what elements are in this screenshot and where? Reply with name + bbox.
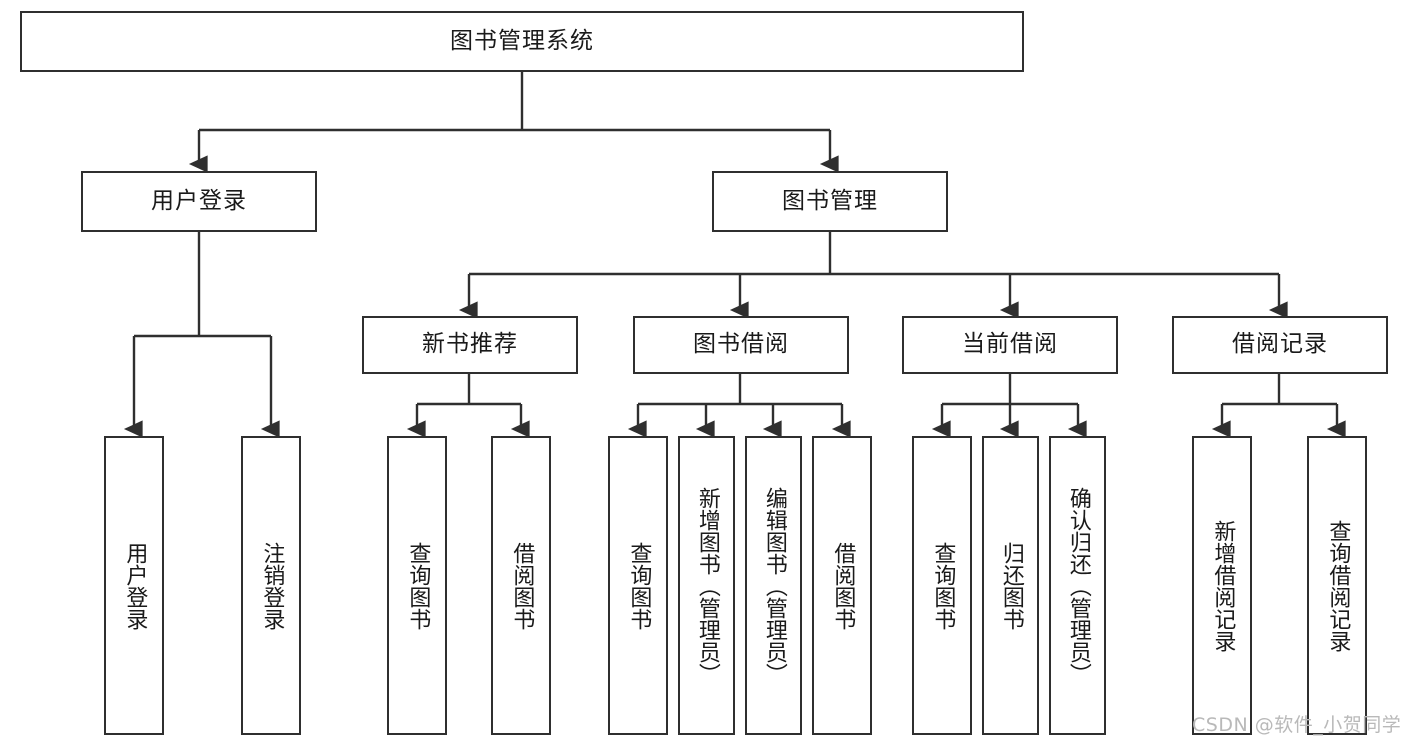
node-new-book-recommend[interactable]: 新书推荐 (362, 316, 578, 374)
node-label: 借阅图书 (830, 541, 856, 630)
csdn-watermark: CSDN @软件_小贺同学 (1192, 714, 1402, 736)
node-user-login[interactable]: 用户登录 (81, 171, 317, 232)
node-label: 新书推荐 (422, 331, 518, 358)
node-label: 注销登录 (259, 541, 285, 630)
node-label: 图书管理系统 (450, 27, 594, 54)
leaf-record-query-record[interactable]: 查询借阅记录 (1307, 436, 1367, 735)
leaf-user-login-signin[interactable]: 用户登录 (104, 436, 164, 735)
node-label: 确认归还（管理员） (1065, 486, 1091, 685)
node-label: 新增借阅记录 (1210, 519, 1236, 652)
leaf-new-book-query[interactable]: 查询图书 (387, 436, 447, 735)
node-borrow-record[interactable]: 借阅记录 (1172, 316, 1388, 374)
leaf-current-query-book[interactable]: 查询图书 (912, 436, 972, 735)
node-label: 借阅记录 (1232, 331, 1328, 358)
node-label: 归还图书 (998, 541, 1024, 630)
node-label: 查询借阅记录 (1325, 519, 1351, 652)
node-root-system[interactable]: 图书管理系统 (20, 11, 1024, 72)
node-label: 编辑图书（管理员） (761, 486, 787, 685)
leaf-current-return-book[interactable]: 归还图书 (982, 436, 1039, 735)
node-label: 查询图书 (930, 541, 956, 630)
node-label: 图书借阅 (693, 331, 789, 358)
node-label: 图书管理 (782, 187, 878, 214)
node-label: 新增图书（管理员） (694, 486, 720, 685)
node-book-borrow[interactable]: 图书借阅 (633, 316, 849, 374)
leaf-borrow-edit-book-admin[interactable]: 编辑图书（管理员） (745, 436, 802, 735)
node-label: 用户登录 (151, 187, 247, 214)
node-label: 当前借阅 (962, 331, 1058, 358)
node-label: 用户登录 (122, 541, 148, 630)
node-label: 查询图书 (626, 541, 652, 630)
leaf-borrow-add-book-admin[interactable]: 新增图书（管理员） (678, 436, 735, 735)
leaf-user-login-logout[interactable]: 注销登录 (241, 436, 301, 735)
leaf-current-confirm-return-admin[interactable]: 确认归还（管理员） (1049, 436, 1106, 735)
leaf-borrow-query-book[interactable]: 查询图书 (608, 436, 668, 735)
leaf-borrow-borrow-book[interactable]: 借阅图书 (812, 436, 872, 735)
node-book-management[interactable]: 图书管理 (712, 171, 948, 232)
node-current-borrow[interactable]: 当前借阅 (902, 316, 1118, 374)
leaf-record-add-record[interactable]: 新增借阅记录 (1192, 436, 1252, 735)
leaf-new-book-borrow[interactable]: 借阅图书 (491, 436, 551, 735)
node-label: 借阅图书 (509, 541, 535, 630)
node-label: 查询图书 (405, 541, 431, 630)
